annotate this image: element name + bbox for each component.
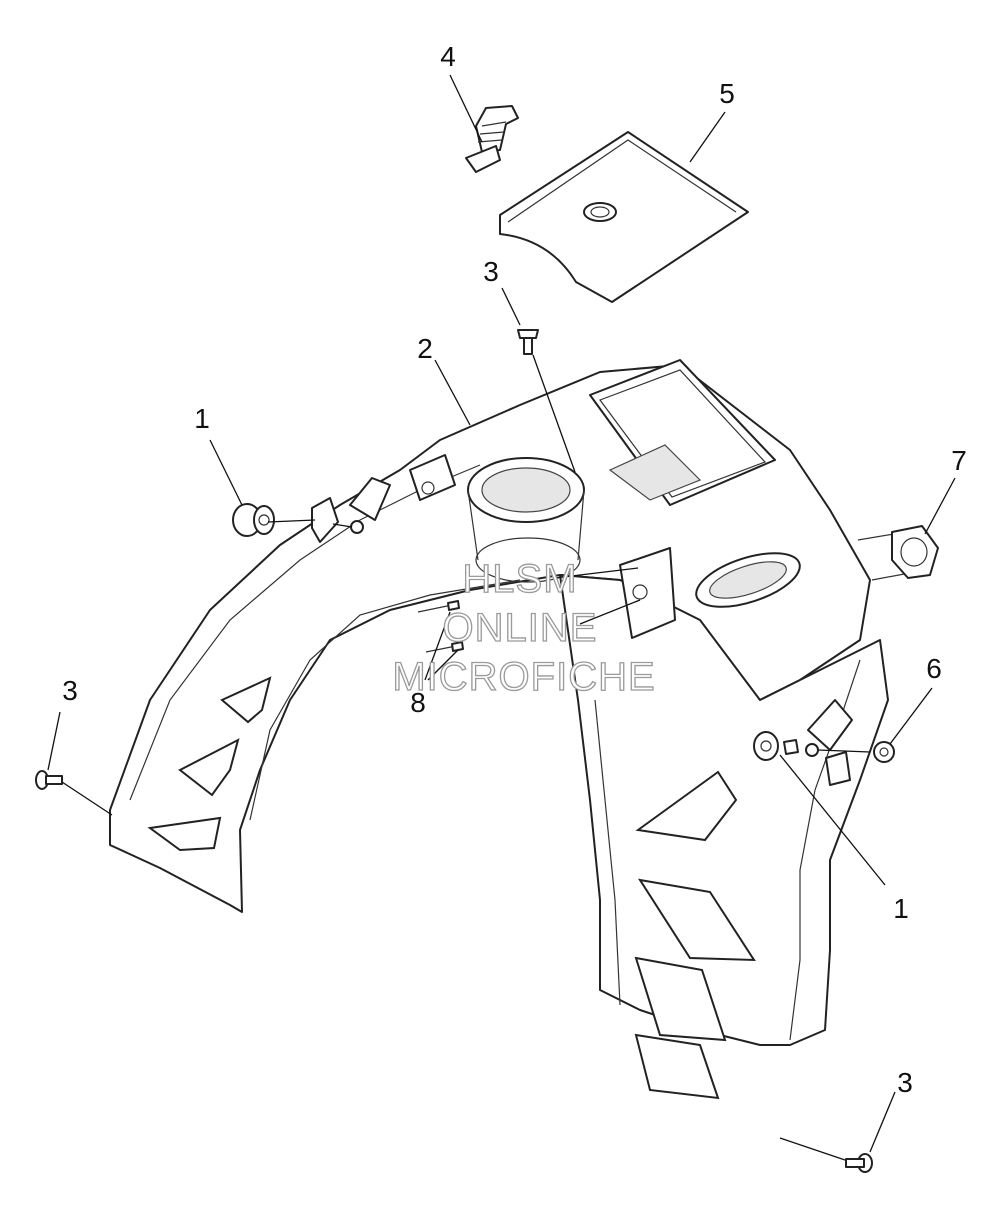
callout-2: 2 [417,333,433,364]
leader-lines [47,74,956,1161]
part-2-main-body [109,359,889,1100]
watermark-line-3: MICROFICHE [392,655,655,699]
watermark: HLSM ONLINE MICROFICHE [392,556,656,699]
callout-5: 5 [719,78,735,109]
part-4-latch [465,105,519,173]
watermark-line-1: HLSM [462,557,577,601]
callout-6: 6 [926,653,942,684]
callout-4: 4 [440,41,456,72]
part-3-screw-right [845,1153,873,1173]
part-7-flange [857,525,939,581]
part-1-grommet-right [753,731,819,761]
callout-3-right: 3 [897,1067,913,1098]
callout-1-right: 1 [893,893,909,924]
callout-8: 8 [410,687,426,718]
watermark-line-2: ONLINE [443,606,598,650]
callout-3-left: 3 [62,675,78,706]
part-3-screw-left [35,770,63,790]
part-3-screw-top [517,329,539,355]
callout-labels: 1 1 2 3 3 3 4 5 6 7 8 [62,41,967,1098]
part-8-pins [417,600,464,653]
callout-1-left: 1 [194,403,210,434]
part-6-nut [873,741,895,763]
part-5-access-cover [499,131,749,303]
callout-7: 7 [951,445,967,476]
callout-3-top: 3 [483,256,499,287]
part-1-grommet-left [232,497,364,543]
